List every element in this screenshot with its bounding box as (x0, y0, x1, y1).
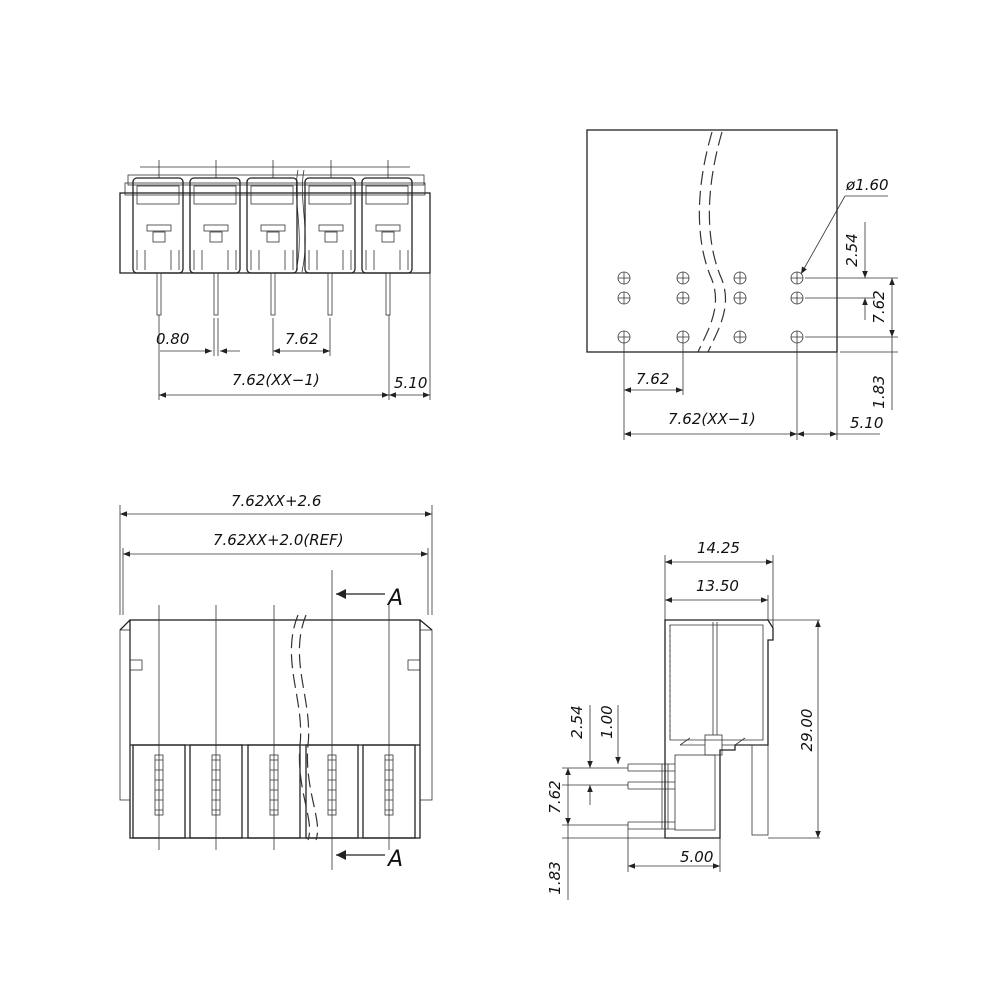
side-view: 14.25 13.50 29.00 2.54 1.0 (546, 539, 821, 900)
dim-offset-100: 1.00 (598, 705, 616, 738)
dim-depth-outer: 14.25 (697, 539, 740, 557)
dim-row-pitch: 7.62 (870, 290, 888, 323)
dim-pitch: 7.62 (285, 330, 318, 348)
top-view-terminals (132, 570, 416, 870)
dim-edge-offset: 1.83 (870, 375, 888, 408)
dim-pin-length: 5.00 (680, 848, 713, 866)
dim-hole-diameter: ø1.60 (845, 176, 889, 194)
front-view-pins (156, 272, 391, 316)
front-view: 0.80 7.62 7.62(XX−1) 5.10 (119, 160, 431, 400)
dim-overall-width: 7.62XX+2.6 (231, 492, 321, 510)
dim-span: 7.62(XX−1) (668, 410, 756, 428)
dim-pin-width: 0.80 (156, 330, 189, 348)
dim-span: 7.62(XX−1) (232, 371, 320, 389)
section-label-bottom: A (386, 847, 403, 872)
dim-ref-width: 7.62XX+2.0(REF) (213, 531, 344, 549)
dim-pitch: 7.62 (636, 370, 669, 388)
pcb-holes (617, 271, 804, 344)
dim-pitch: 7.62 (546, 780, 564, 813)
front-view-slots (132, 160, 413, 274)
dim-row-offset: 2.54 (843, 233, 861, 266)
dim-offset-254: 2.54 (568, 705, 586, 738)
section-label-top: A (386, 586, 403, 611)
dim-depth-inner: 13.50 (696, 577, 739, 595)
dim-end-offset: 5.10 (394, 374, 427, 392)
dim-edge: 1.83 (546, 861, 564, 894)
dim-height: 29.00 (798, 709, 816, 752)
dim-end-offset: 5.10 (850, 414, 883, 432)
pcb-layout: ø1.60 2.54 7.62 1.83 7.62 7.62(XX−1) 5.1… (586, 129, 898, 440)
side-view-pins (627, 763, 675, 830)
top-view: 7.62XX+2.6 7.62XX+2.0(REF) (119, 492, 433, 872)
